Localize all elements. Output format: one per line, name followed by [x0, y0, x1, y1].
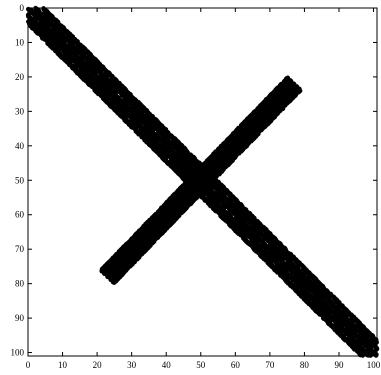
- data-point: [374, 340, 380, 345]
- data-point: [373, 353, 379, 358]
- points-layer: [25, 5, 380, 358]
- plot-frame: [27, 7, 378, 357]
- data-point: [368, 353, 373, 358]
